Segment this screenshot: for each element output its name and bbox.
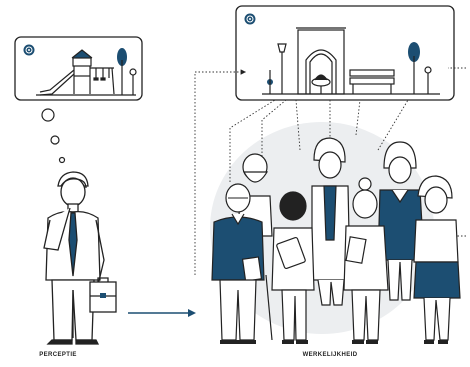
thought-dots [42,109,65,163]
target-icon [245,14,256,25]
target-icon [24,45,35,56]
reality-thought-bubble [236,6,454,100]
arrow-right-icon [128,309,196,317]
briefcase-icon [90,278,116,312]
shoes [220,340,448,344]
reality-caption: WERKELIJKHEID [290,352,370,358]
perception-caption: PERCEPTIE [18,352,98,358]
perception-thought-bubble [15,37,142,100]
thinking-man [44,172,104,344]
